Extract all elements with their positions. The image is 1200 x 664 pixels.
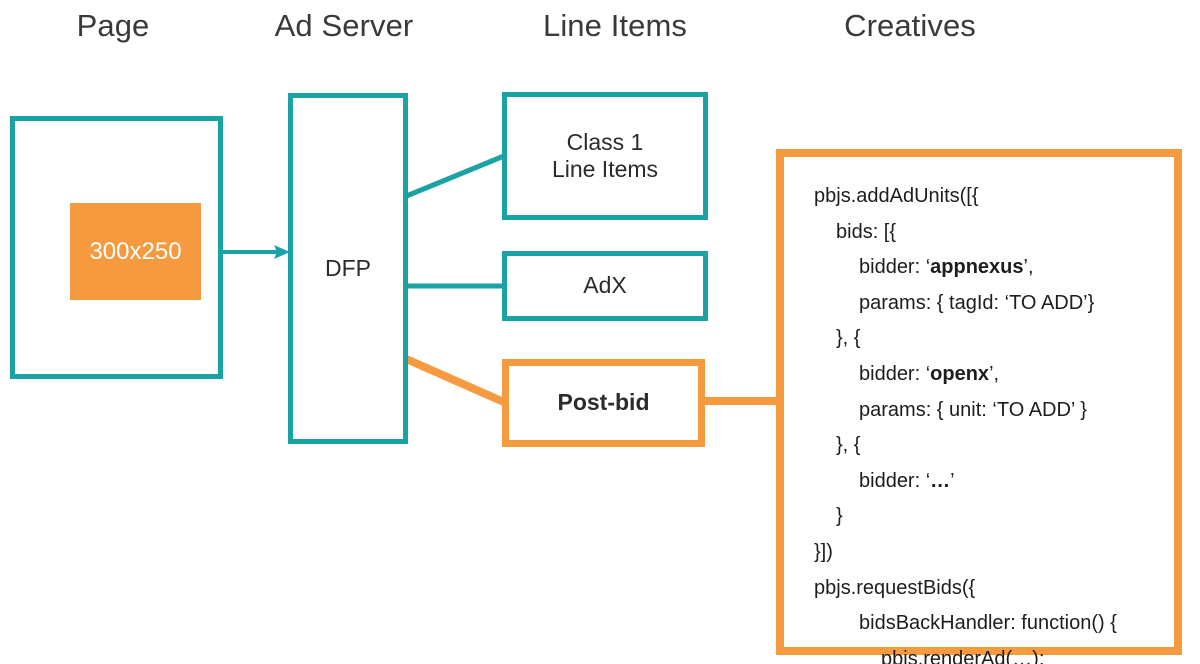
line-item-class1-box[interactable]: Class 1 Line Items <box>502 92 708 220</box>
code-line: pbjs.addAdUnits([{ <box>814 185 979 207</box>
line-item-adx-box[interactable]: AdX <box>502 251 708 321</box>
code-line: params: { unit: ‘TO ADD’ } <box>859 398 1087 421</box>
column-header-line-items: Line Items <box>542 8 687 43</box>
line-item-adx-label: AdX <box>583 272 627 299</box>
code-line: params: { tagId: ‘TO ADD’} <box>859 291 1095 314</box>
code-line: bidder: ‘openx’, <box>859 362 1000 385</box>
code-line: bids: [{ <box>836 220 897 243</box>
line-item-postbid-label: Post-bid <box>557 389 650 416</box>
column-header-creatives: Creatives <box>844 8 976 43</box>
code-line: bidsBackHandler: function() { <box>859 612 1117 635</box>
column-header-ad-server: Ad Server <box>274 8 414 43</box>
code-token-emphasis: openx <box>930 362 990 385</box>
ad-server-dfp-label: DFP <box>325 254 371 281</box>
creative-code-panel[interactable]: pbjs.addAdUnits([{ bids: [{ bidder: ‘appne… <box>776 149 1182 664</box>
code-line: pbjs.requestBids({ <box>814 576 976 599</box>
line-item-postbid-box[interactable]: Post-bid <box>502 359 705 447</box>
line-item-class1-label: Class 1 Line Items <box>551 128 659 182</box>
code-token-emphasis: appnexus <box>930 256 1024 279</box>
code-token-emphasis: … <box>930 469 951 492</box>
ad-server-dfp-box[interactable]: DFP <box>288 93 408 444</box>
code-line: }]) <box>814 540 833 563</box>
code-line: }, { <box>836 327 861 350</box>
code-line: } <box>836 505 843 528</box>
code-block: pbjs.addAdUnits([{ bids: [{ bidder: ‘appne… <box>814 179 1166 664</box>
code-line: bidder: ‘…’ <box>859 469 955 492</box>
code-line: pbjs.renderAd(…); <box>881 647 1045 664</box>
code-line: }, { <box>836 434 861 457</box>
connector-dfp-to-postbid <box>402 354 508 407</box>
creative-slot-label: 300x250 <box>89 237 182 265</box>
connector-dfp-to-class1 <box>403 153 505 200</box>
code-line: bidder: ‘appnexus’, <box>859 256 1034 279</box>
creative-slot-300x250[interactable]: 300x250 <box>70 203 201 300</box>
column-header-page: Page <box>76 8 150 43</box>
